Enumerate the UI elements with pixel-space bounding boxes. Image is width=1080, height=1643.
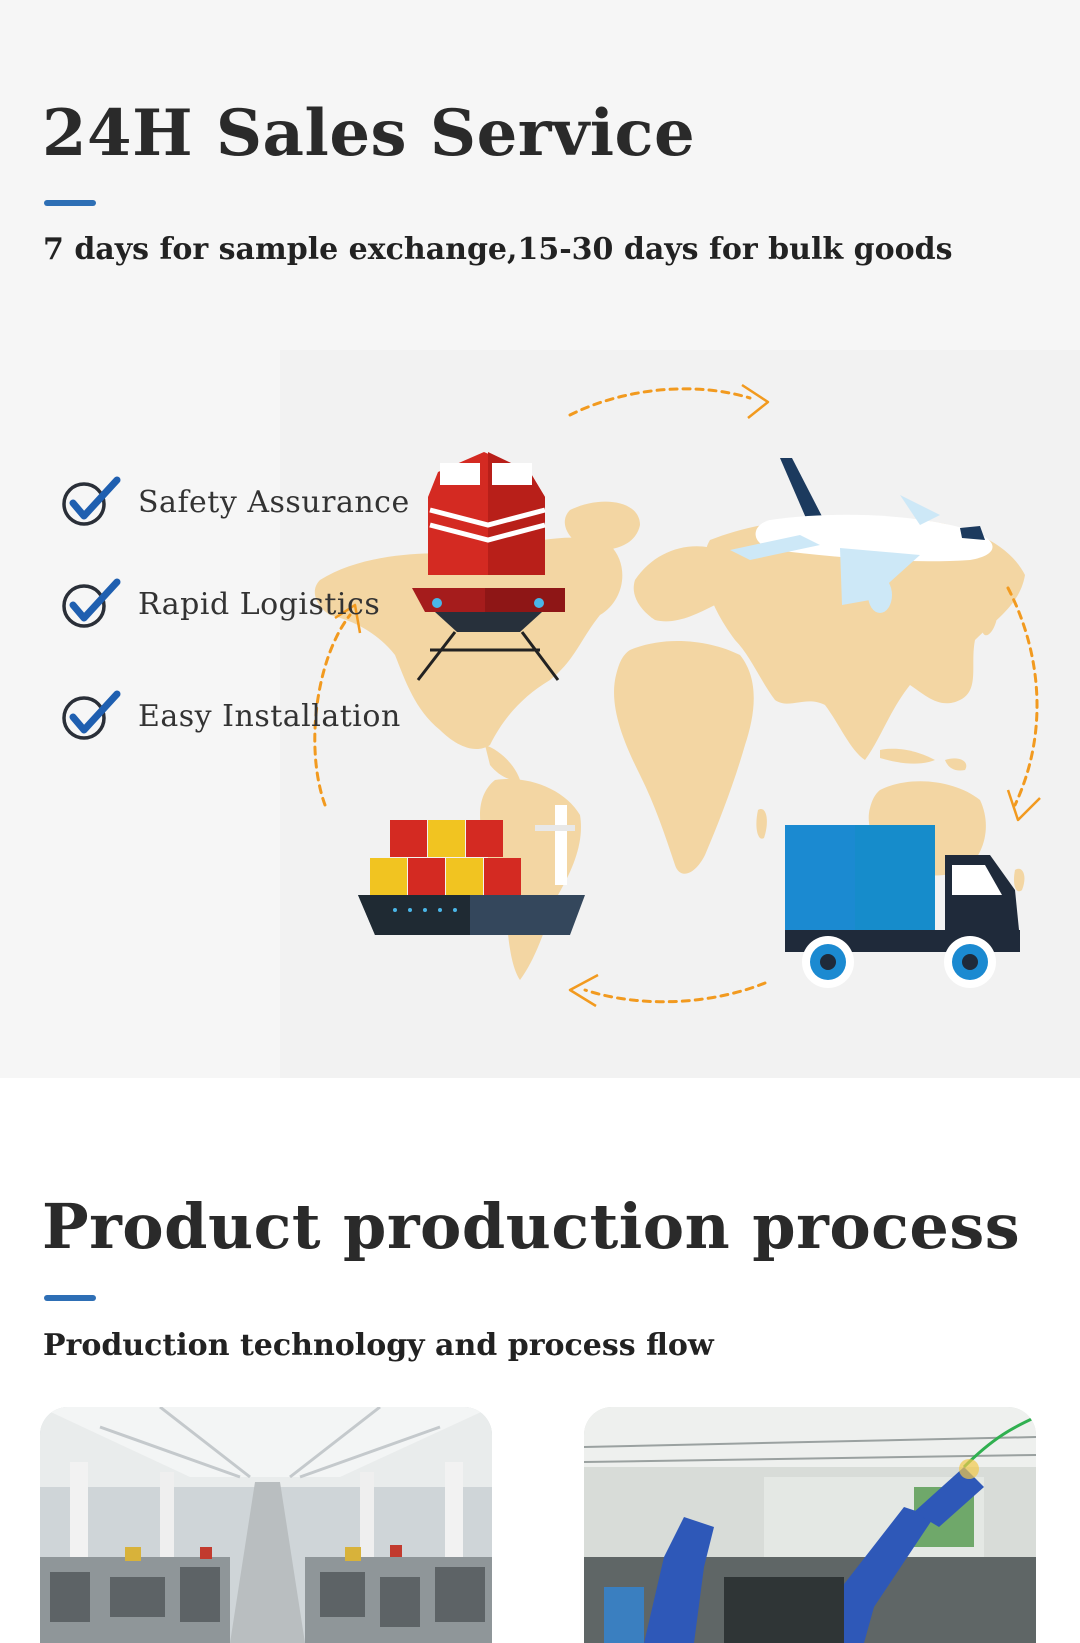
logistics-illustration xyxy=(280,350,1080,1078)
sales-subtitle: 7 days for sample exchange,15-30 days fo… xyxy=(43,232,953,267)
check-circle-icon xyxy=(62,690,121,740)
route-arrowheads xyxy=(334,383,1041,1008)
feature-easy-installation: Easy Installation xyxy=(60,690,401,742)
world-logistics-graphic xyxy=(280,350,1080,1078)
title-underline xyxy=(44,200,96,206)
sales-service-section: 24H Sales Service 7 days for sample exch… xyxy=(42,96,1080,1078)
factory-floor-image xyxy=(40,1407,492,1643)
world-map xyxy=(314,501,1025,980)
feature-label: Rapid Logistics xyxy=(138,586,381,622)
sales-title: 24H Sales Service xyxy=(42,96,696,171)
feature-label: Safety Assurance xyxy=(138,484,410,520)
feature-label: Easy Installation xyxy=(138,698,401,734)
robotic-welding-photo xyxy=(584,1407,1036,1643)
train-icon xyxy=(412,452,565,681)
production-title: Product production process xyxy=(42,1190,1021,1263)
container-ship-icon xyxy=(358,805,585,935)
check-circle-icon xyxy=(62,578,121,628)
route-arrows xyxy=(313,387,1039,1004)
production-subtitle: Production technology and process flow xyxy=(43,1328,714,1363)
truck-icon xyxy=(785,825,1020,988)
feature-safety-assurance: Safety Assurance xyxy=(60,476,410,528)
feature-rapid-logistics: Rapid Logistics xyxy=(60,578,380,630)
airplane-icon xyxy=(730,458,993,613)
robotic-welding-image xyxy=(584,1407,1036,1643)
check-circle-icon xyxy=(62,476,121,526)
factory-floor-photo xyxy=(40,1407,492,1643)
production-title-underline xyxy=(44,1295,96,1301)
